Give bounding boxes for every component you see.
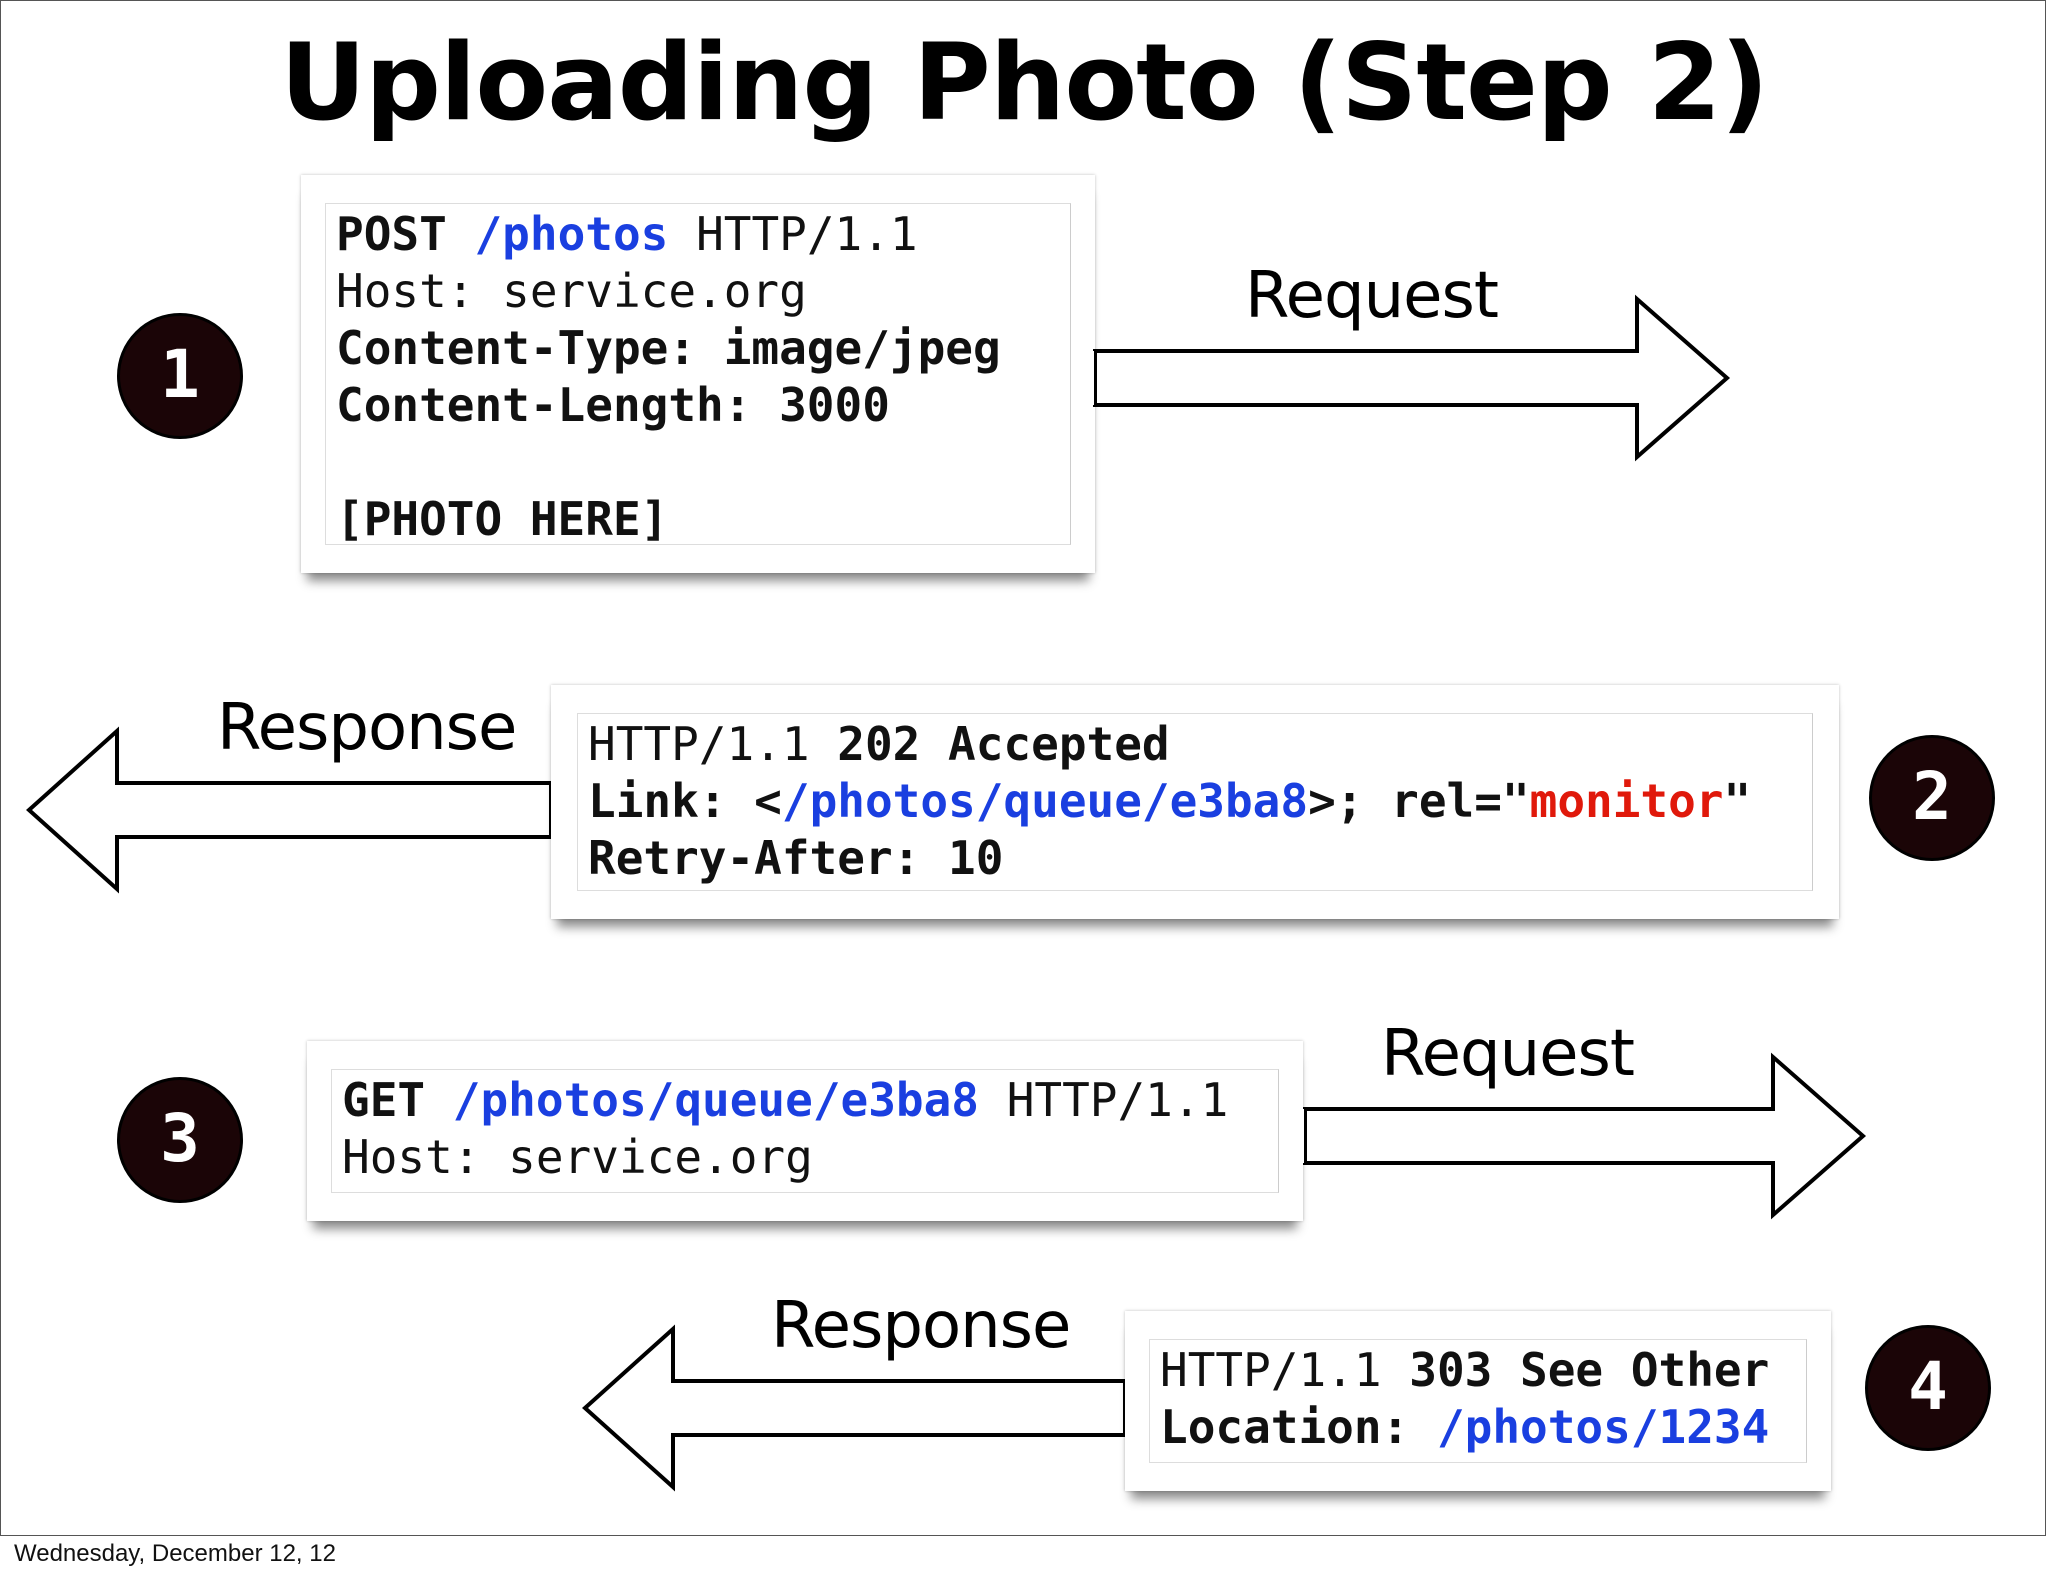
request-path: /photos/queue/e3ba8 [452, 1073, 979, 1127]
http-version: HTTP/1.1 [1006, 1073, 1229, 1127]
step-4-arrow-label: Response [771, 1289, 1071, 1363]
step-1-http-request: POST /photos HTTP/1.1 Host: service.org … [336, 206, 1001, 548]
step-3-request-card: GET /photos/queue/e3ba8 HTTP/1.1 Host: s… [307, 1041, 1303, 1221]
request-arrow-right-icon [1088, 294, 1731, 462]
location-path: /photos/1234 [1436, 1400, 1770, 1454]
slide-canvas: Uploading Photo (Step 2) 1 POST /photos … [0, 0, 2046, 1536]
request-path: /photos [474, 207, 669, 261]
step-3-arrow-label: Request [1381, 1017, 1635, 1091]
content-length-header: Content-Length: 3000 [336, 378, 890, 432]
link-header-path: /photos/queue/e3ba8 [781, 774, 1309, 828]
step-1-badge: 1 [117, 313, 243, 439]
step-4-response-card: HTTP/1.1 303 See Other Location: /photos… [1125, 1311, 1831, 1491]
code-frame: HTTP/1.1 202 Accepted Link: </photos/que… [577, 713, 1813, 891]
http-version: HTTP/1.1 [588, 717, 810, 771]
request-arrow-right-icon [1298, 1052, 1867, 1220]
host-header: Host: service.org [342, 1130, 813, 1184]
content-type-header: Content-Type: image/jpeg [336, 321, 1001, 375]
http-method: POST [336, 207, 447, 261]
step-2-arrow-label: Response [217, 691, 517, 765]
status-code: 303 See Other [1409, 1343, 1770, 1397]
code-frame: HTTP/1.1 303 See Other Location: /photos… [1149, 1339, 1807, 1463]
response-arrow-left-icon [582, 1324, 1132, 1492]
step-2-response-card: HTTP/1.1 202 Accepted Link: </photos/que… [551, 685, 1839, 919]
step-2-http-response: HTTP/1.1 202 Accepted Link: </photos/que… [588, 716, 1751, 887]
http-method: GET [342, 1073, 426, 1127]
status-code: 202 Accepted [837, 717, 1170, 771]
step-2-badge: 2 [1869, 735, 1995, 861]
code-frame: GET /photos/queue/e3ba8 HTTP/1.1 Host: s… [331, 1069, 1279, 1193]
http-version: HTTP/1.1 [696, 207, 918, 261]
link-header-rel: >; rel=" [1308, 774, 1530, 828]
http-version: HTTP/1.1 [1160, 1343, 1382, 1397]
step-1-request-card: POST /photos HTTP/1.1 Host: service.org … [301, 175, 1095, 573]
footer-date: Wednesday, December 12, 12 [14, 1540, 336, 1567]
step-4-http-response: HTTP/1.1 303 See Other Location: /photos… [1160, 1342, 1769, 1456]
retry-after-header: Retry-After: 10 [588, 831, 1004, 885]
step-1-arrow-label: Request [1245, 259, 1499, 333]
link-rel-value: monitor [1529, 774, 1724, 828]
link-header-key: Link: < [588, 774, 782, 828]
code-frame: POST /photos HTTP/1.1 Host: service.org … [325, 203, 1071, 548]
host-header: Host: service.org [336, 264, 807, 318]
step-3-http-request: GET /photos/queue/e3ba8 HTTP/1.1 Host: s… [342, 1072, 1228, 1186]
response-arrow-left-icon [26, 726, 558, 894]
step-3-badge: 3 [117, 1077, 243, 1203]
slide-title: Uploading Photo (Step 2) [280, 21, 1769, 144]
step-4-badge: 4 [1865, 1325, 1991, 1451]
location-header-key: Location: [1160, 1400, 1437, 1454]
link-header-end: " [1723, 774, 1752, 828]
request-body-placeholder: [PHOTO HERE] [336, 492, 669, 546]
